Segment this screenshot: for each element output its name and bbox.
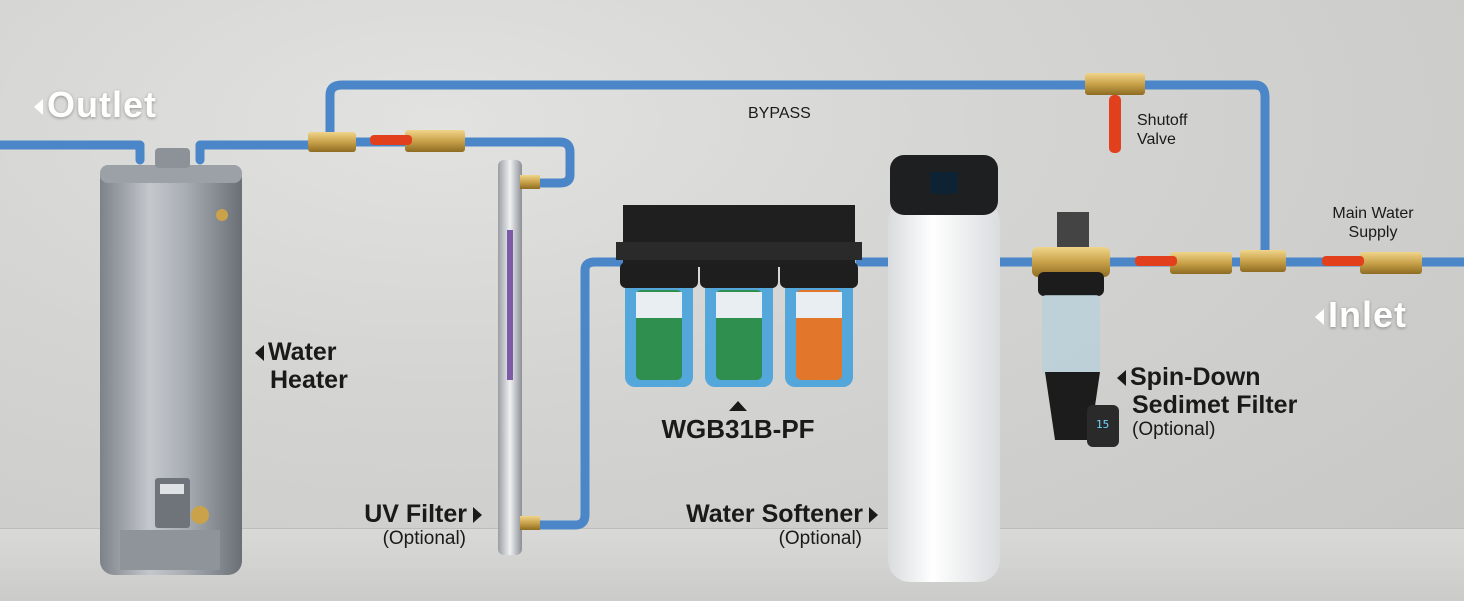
water-heater-label: Water Heater <box>255 338 348 394</box>
filter-model-text: WGB31B-PF <box>661 414 815 444</box>
inlet-label: Inlet <box>1315 294 1407 336</box>
uv-filter-illustration <box>498 160 540 555</box>
spin-down-line1: Spin-Down <box>1130 363 1261 391</box>
water-softener-label: Water Softener (Optional) <box>640 500 878 550</box>
spin-down-line2: Sedimet Filter <box>1132 391 1298 419</box>
floor <box>0 528 1464 601</box>
inlet-text: Inlet <box>1328 294 1408 335</box>
water-heater-line1: Water <box>268 338 337 366</box>
water-softener-text: Water Softener <box>686 500 863 528</box>
main-water-supply-label: Main Water Supply <box>1318 204 1428 242</box>
outlet-label: Outlet <box>34 84 157 126</box>
spin-down-display: 15 <box>1096 418 1110 431</box>
left-arrow-icon <box>34 99 43 116</box>
shutoff-valve-line2: Valve <box>1137 131 1176 148</box>
spin-down-filter-illustration <box>1032 212 1119 447</box>
left-arrow-icon <box>1117 370 1126 387</box>
right-arrow-icon <box>473 507 482 524</box>
valves <box>308 73 1422 274</box>
water-heater-illustration <box>100 148 242 575</box>
up-arrow-icon <box>729 400 747 411</box>
left-arrow-icon <box>255 345 264 362</box>
right-arrow-icon <box>869 507 878 524</box>
shutoff-valve-line1: Shutoff <box>1137 112 1188 129</box>
bypass-label: BYPASS <box>748 105 811 122</box>
water-softener-illustration <box>888 155 1000 582</box>
triple-filter-illustration <box>616 205 862 387</box>
shutoff-valve-label: Shutoff Valve <box>1137 111 1187 149</box>
spin-down-filter-label: Spin-Down Sedimet Filter (Optional) <box>1117 363 1297 441</box>
uv-filter-optional: (Optional) <box>382 528 466 549</box>
spin-down-optional: (Optional) <box>1132 419 1216 440</box>
water-softener-optional: (Optional) <box>778 528 862 549</box>
water-heater-line2: Heater <box>270 366 348 394</box>
main-supply-line1: Main Water <box>1332 205 1414 222</box>
outlet-text: Outlet <box>47 84 157 125</box>
uv-filter-text: UV Filter <box>364 500 467 528</box>
left-arrow-icon <box>1315 309 1324 326</box>
uv-filter-label: UV Filter (Optional) <box>330 500 482 550</box>
main-supply-line2: Supply <box>1348 224 1398 241</box>
filter-model-label: WGB31B-PF <box>648 397 828 443</box>
